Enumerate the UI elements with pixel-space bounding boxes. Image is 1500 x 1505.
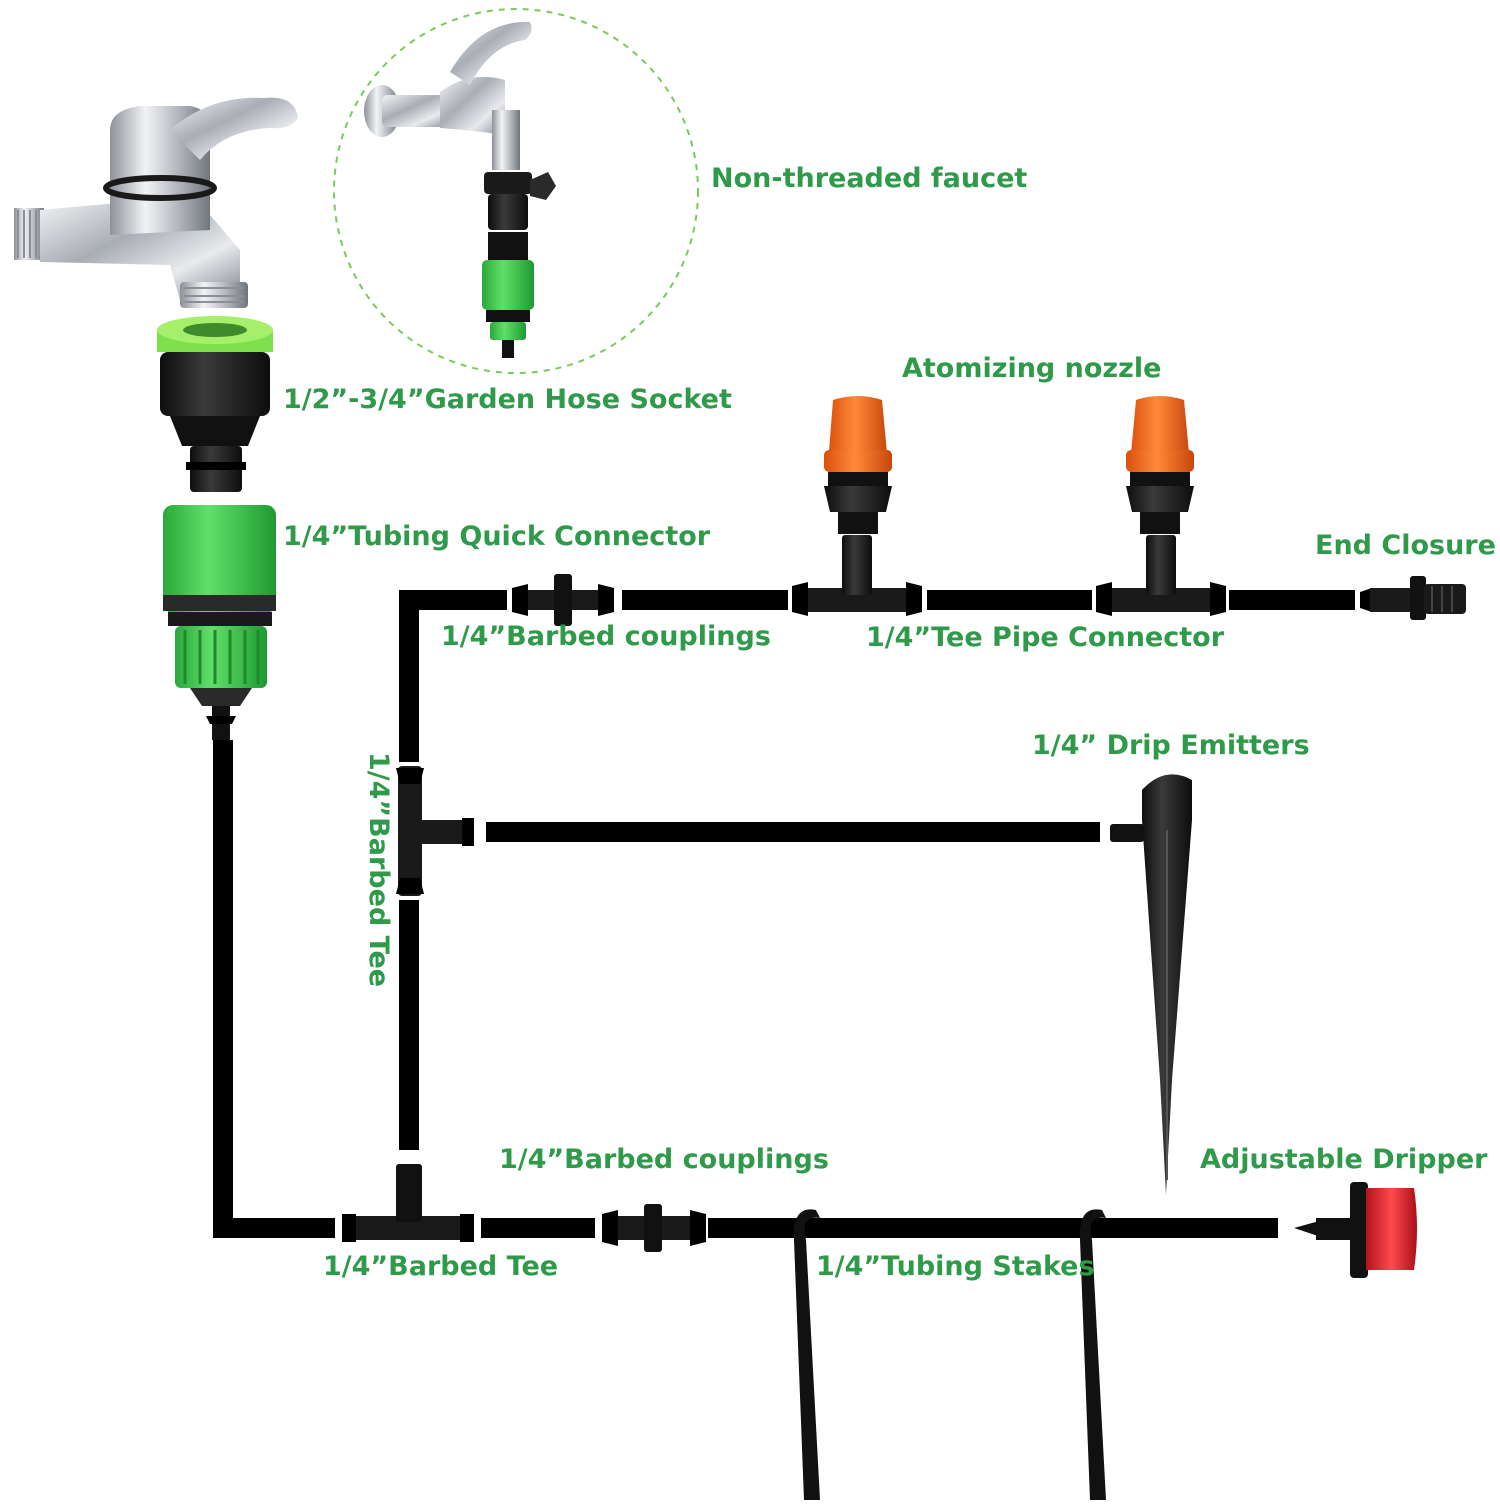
end-closure-icon: [1360, 576, 1466, 620]
label-end-closure: End Closure: [1315, 530, 1496, 561]
tubing-stake-icon: [1079, 1209, 1106, 1500]
atomizing-nozzle-icon: [824, 396, 892, 534]
label-tubing-quick-connector: 1/4”Tubing Quick Connector: [283, 521, 711, 552]
barbed-coupling-icon: [512, 574, 614, 626]
tube-segment: [213, 1218, 335, 1238]
barbed-coupling-icon: [602, 1204, 706, 1252]
label-tee-pipe-connector: 1/4”Tee Pipe Connector: [866, 622, 1225, 653]
tube-segment: [399, 900, 419, 1150]
label-atomizing-nozzle: Atomizing nozzle: [902, 353, 1162, 384]
label-barbed-couplings-bottom: 1/4”Barbed couplings: [499, 1144, 829, 1175]
label-barbed-tee-bottom: 1/4”Barbed Tee: [323, 1251, 559, 1282]
label-barbed-tee-vertical: 1/4”Barbed Tee: [363, 752, 394, 988]
tube-segment: [622, 590, 788, 610]
tube-segment: [486, 822, 1100, 842]
tube-segment: [399, 590, 507, 610]
faucet-icon: [14, 97, 298, 308]
inset-circle: [333, 8, 699, 374]
label-drip-emitters: 1/4” Drip Emitters: [1032, 730, 1310, 761]
tee-connector-icon: [1096, 535, 1226, 616]
tube-segment: [399, 590, 419, 762]
tube-segment: [927, 590, 1092, 610]
tube-segment: [481, 1218, 595, 1238]
tubing: [213, 590, 1355, 1238]
label-barbed-couplings-top: 1/4”Barbed couplings: [441, 621, 771, 652]
label-tubing-stakes: 1/4”Tubing Stakes: [816, 1251, 1095, 1282]
barbed-tee-icon: [342, 1164, 474, 1242]
quick-connector-icon: [163, 505, 276, 740]
atomizing-nozzle-icon: [1126, 396, 1194, 534]
drip-emitter-icon: [1110, 774, 1192, 1195]
label-adjustable-dripper: Adjustable Dripper: [1200, 1144, 1488, 1175]
label-garden-hose-socket: 1/2”-3/4”Garden Hose Socket: [283, 384, 732, 415]
tubing-stake-icon: [793, 1209, 820, 1500]
label-non-threaded-faucet: Non-threaded faucet: [711, 163, 1028, 194]
hose-socket-icon: [157, 316, 273, 492]
tube-segment: [708, 1218, 1278, 1238]
non-threaded-faucet-icon: [364, 21, 556, 358]
tube-segment: [1229, 590, 1355, 610]
tee-connector-icon: [792, 535, 922, 616]
tube-segment: [213, 740, 233, 1238]
barbed-tee-icon: [396, 766, 474, 896]
adjustable-dripper-icon: [1294, 1182, 1417, 1278]
